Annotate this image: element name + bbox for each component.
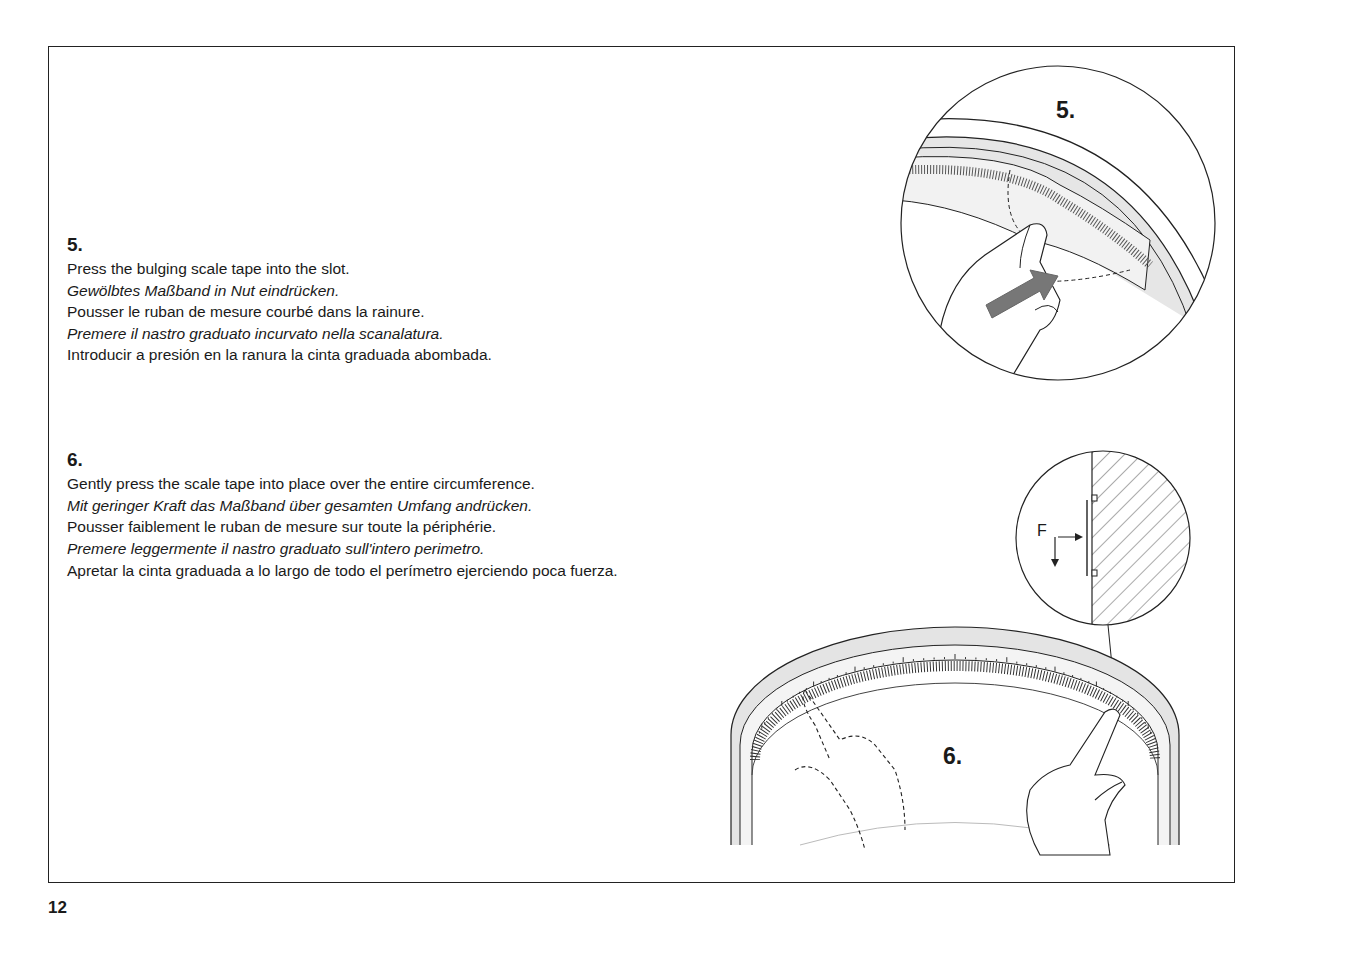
scale-tick [1072,675,1073,677]
callout-number: 5. [1056,97,1075,125]
instruction-text: Mit geringer Kraft das Maßband über gesa… [67,497,532,516]
instruction-text: Apretar la cinta graduada a lo largo de … [67,562,618,581]
scale-tick [764,722,765,724]
scale-tick [1026,663,1027,665]
scale-tick [1080,678,1081,680]
scale-tick [799,692,800,694]
scale-tick [846,672,847,674]
instruction-text: Press the bulging scale tape into the sl… [67,260,350,279]
scale-tick [1016,662,1017,664]
scale-tick [975,658,976,660]
scale-tick [1116,696,1117,698]
scale-tick [1128,701,1129,706]
page-number: 12 [48,898,67,918]
instruction-text: Pousser le ruban de mesure courbé dans l… [67,303,425,322]
hand [1027,709,1125,855]
scale-tick [1133,708,1134,710]
instruction-text: Premere il nastro graduato incurvato nel… [67,325,444,344]
scale-tick [913,659,914,661]
scale-tick [1145,722,1146,724]
page-frame [49,47,1235,883]
detail-circle [901,66,1215,380]
scale-tick [806,688,807,690]
scale-tick [1063,672,1064,674]
scale-tick [793,696,794,698]
scale-tick [855,667,856,672]
detail-five [895,60,1240,380]
step-number: 5. [67,234,83,257]
callout-number: 6. [943,743,962,771]
scale-tick [1141,717,1142,719]
scale-tick [903,657,904,662]
scale-tick [1055,667,1056,672]
hand-outline [795,690,905,850]
scale-tick [883,663,884,665]
instruction-text: Gewölbtes Maßband in Nut eindrücken. [67,282,339,301]
scale-tick [1110,692,1111,694]
scale-tick [873,665,874,667]
detail-circle [1016,451,1190,625]
scale-tick [1096,682,1097,687]
scale-tick [934,658,935,660]
scale-tick [864,667,865,669]
instruction-text: Pousser faiblement le ruban de mesure su… [67,518,496,537]
scale-tick [996,659,997,661]
scale-tick [787,700,788,702]
scale-tick [837,675,838,677]
scale-tick [1137,713,1138,715]
scale-tick [768,717,769,719]
scale-tick [1122,700,1123,702]
scale-tick [829,678,830,680]
scale-tick [821,681,822,683]
scale-tick [772,713,773,715]
detail-six [1051,445,1202,635]
scale-tick [1045,667,1046,669]
step-number: 6. [67,449,83,472]
scale-tick [1088,681,1089,683]
scale-tick [986,658,987,660]
scale-tick [776,708,777,710]
force-label: F [1037,521,1047,540]
scale-tick [893,662,894,664]
scale-tick [1103,688,1104,690]
scale-tick [761,724,762,729]
scale-tick [965,657,966,659]
scale-tick [1148,724,1149,729]
scale-tick [813,682,814,687]
instruction-text: Introducir a presión en la ranura la cin… [67,346,492,365]
scale-tick [923,658,924,660]
scale-tick [1036,665,1037,667]
scale-tick [759,732,760,734]
scale-tick [1006,657,1007,662]
scale-tick [781,701,782,706]
instruction-text: Premere leggermente il nastro graduato s… [67,540,484,559]
scale-tick [944,657,945,659]
scale-tick [1150,732,1151,734]
scale-tick [955,654,956,659]
instruction-text: Gently press the scale tape into place o… [67,475,535,494]
